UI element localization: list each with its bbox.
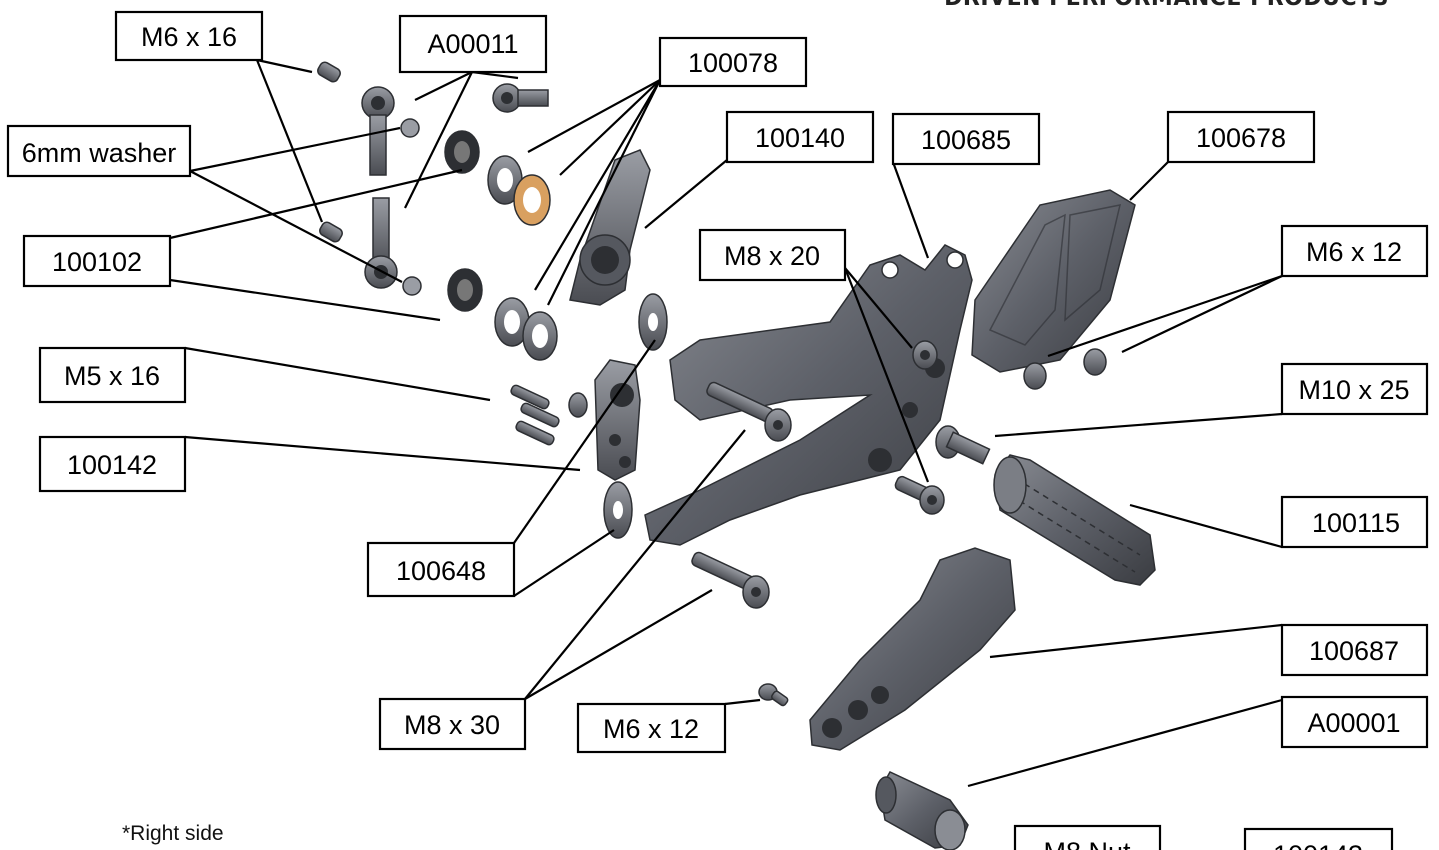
bolt-m6x16-lower bbox=[319, 221, 343, 243]
callout-m8-nut: M8 Nut bbox=[1013, 824, 1162, 850]
callout-a00011: A00011 bbox=[398, 14, 548, 74]
callout-m6x12-upper: M6 x 12 bbox=[1280, 224, 1429, 278]
callout-m6x12-lower-text: M6 x 12 bbox=[603, 714, 699, 744]
callout-m8x20-text: M8 x 20 bbox=[724, 241, 820, 271]
bolt-m8x20-lower bbox=[894, 475, 945, 515]
screw-m5x16-b bbox=[520, 402, 560, 428]
callout-100142: 100142 bbox=[38, 435, 187, 493]
screw-m5x16-a bbox=[510, 384, 550, 410]
footpeg-100115 bbox=[993, 454, 1156, 586]
callout-100115: 100115 bbox=[1280, 495, 1429, 549]
callout-m6x16-text: M6 x 16 bbox=[141, 22, 237, 52]
callout-m10x25: M10 x 25 bbox=[1280, 362, 1429, 416]
washer-6mm-upper bbox=[400, 118, 420, 138]
brand-header: DRIVEN PERFORMANCE PRODUCTS bbox=[944, 0, 1389, 11]
callout-100143: 100143 bbox=[1243, 827, 1394, 850]
screw-m6x12-lever bbox=[758, 683, 789, 707]
toe-peg-a00001 bbox=[875, 771, 969, 850]
callout-100648: 100648 bbox=[366, 541, 516, 598]
callout-100685-text: 100685 bbox=[921, 125, 1011, 155]
bolt-m6x16-upper bbox=[317, 61, 341, 83]
washer-6mm-lower bbox=[402, 276, 422, 296]
rod-end-a00011-lower bbox=[364, 197, 398, 289]
callout-100102: 100102 bbox=[22, 234, 172, 288]
callout-m8-nut-text: M8 Nut bbox=[1043, 837, 1131, 850]
callout-m8x20: M8 x 20 bbox=[698, 228, 847, 282]
callout-100143-text: 100143 bbox=[1273, 840, 1363, 850]
callout-m10x25-text: M10 x 25 bbox=[1298, 375, 1409, 405]
callout-100140-text: 100140 bbox=[755, 123, 845, 153]
leader-lines bbox=[169, 58, 1283, 788]
callout-100687: 100687 bbox=[1280, 623, 1429, 677]
callout-100687-text: 100687 bbox=[1309, 636, 1399, 666]
callout-100678: 100678 bbox=[1166, 110, 1316, 164]
screw-m5x16-c bbox=[515, 420, 555, 446]
callout-100115-text: 100115 bbox=[1312, 508, 1400, 538]
callout-a00011-text: A00011 bbox=[427, 29, 518, 59]
callout-m5x16-text: M5 x 16 bbox=[64, 361, 160, 391]
callout-100140: 100140 bbox=[725, 110, 875, 164]
callout-6mm-washer-text: 6mm washer bbox=[22, 138, 177, 168]
callout-100678-text: 100678 bbox=[1196, 123, 1286, 153]
heel-plate-100678 bbox=[971, 189, 1136, 373]
callout-m6x12-upper-text: M6 x 12 bbox=[1306, 237, 1402, 267]
callout-m8x30: M8 x 30 bbox=[378, 697, 527, 751]
callout-100685: 100685 bbox=[891, 112, 1041, 166]
callout-m8x30-text: M8 x 30 bbox=[404, 710, 500, 740]
screw-m6x12-b bbox=[1083, 348, 1107, 376]
callout-100078-text: 100078 bbox=[688, 48, 778, 78]
callout-100102-text: 100102 bbox=[52, 247, 142, 277]
callout-100078: 100078 bbox=[658, 36, 808, 88]
callout-m5x16: M5 x 16 bbox=[38, 346, 187, 404]
rod-end-a00011-upper bbox=[361, 86, 395, 176]
bracket-100142 bbox=[594, 359, 641, 481]
callout-100142-text: 100142 bbox=[67, 450, 157, 480]
bolt-m10x25 bbox=[935, 425, 991, 465]
screw-m6x12-a bbox=[1023, 362, 1047, 390]
rod-end-a00011-right bbox=[492, 83, 549, 113]
side-note: *Right side bbox=[122, 822, 224, 845]
callout-a00001: A00001 bbox=[1280, 695, 1429, 749]
callout-100648-text: 100648 bbox=[396, 556, 486, 586]
callout-m6x16: M6 x 16 bbox=[114, 10, 264, 62]
bolt-m8x30-upper bbox=[706, 381, 792, 442]
callout-6mm-washer: 6mm washer bbox=[6, 124, 192, 178]
bolt-m8x20-upper bbox=[912, 340, 938, 370]
parts-group bbox=[317, 61, 1156, 850]
callout-a00001-text: A00001 bbox=[1307, 708, 1400, 738]
main-plate-100685 bbox=[644, 244, 973, 546]
callout-m6x12-lower: M6 x 12 bbox=[576, 702, 727, 754]
shift-lever-100687 bbox=[809, 547, 1016, 751]
bolt-m8x30-lower bbox=[691, 551, 770, 609]
